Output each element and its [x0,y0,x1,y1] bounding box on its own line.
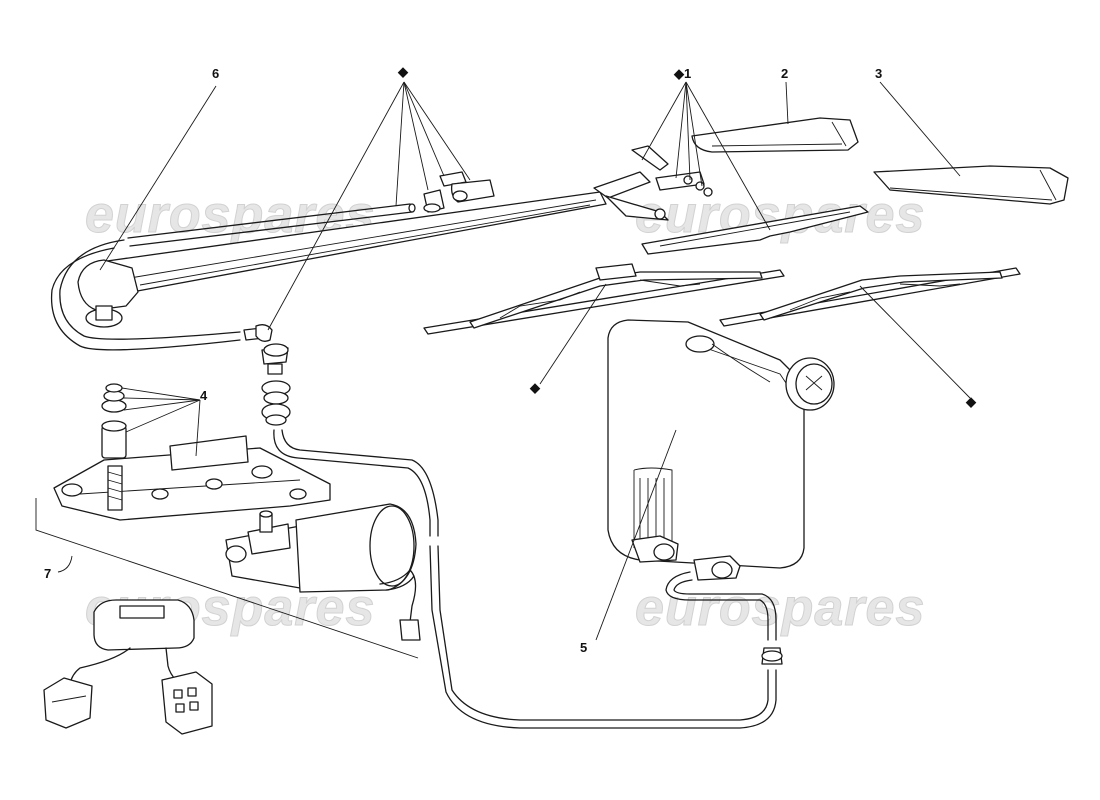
arm-cover-3 [873,165,1069,205]
washer-tube [273,429,783,729]
watermark-1: eurospares [85,186,375,244]
callout-5: 5 [580,640,587,655]
callout-4: 4 [200,388,208,403]
leader-lines [57,81,971,641]
callout-7: 7 [44,566,51,581]
hose-connector-stack [261,343,291,426]
wiper-arm-long [77,171,669,328]
callout-3: 3 [875,66,882,81]
callout-2: 2 [781,66,788,81]
wiper-blade-left [423,263,785,335]
callout-1: ◆1 [673,66,691,81]
wiper-arm-short [631,145,869,255]
watermark-2: eurospares [635,186,925,244]
connector-harness [35,498,419,735]
watermark-4: eurospares [635,579,925,637]
wiper-motor [225,503,421,641]
washer-hose [50,203,416,351]
wiper-motor-bracket [53,383,331,521]
arm-cover-2 [691,117,859,153]
callout-diamond-top: ◆ [397,64,409,79]
callout-diamond-right: ◆ [965,394,977,409]
wiper-blade-right [719,267,1021,327]
callout-labels: ◆ ◆1 2 3 4 5 6 7 ◆ ◆ [44,64,977,655]
washer-reservoir [607,319,835,581]
callout-diamond-mid: ◆ [529,380,541,395]
nozzle-clips [423,171,495,213]
callout-6: 6 [212,66,219,81]
